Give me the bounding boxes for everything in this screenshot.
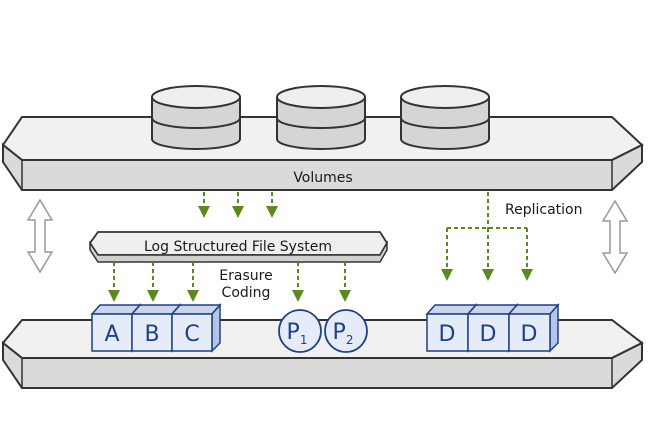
data-block-label: C: [184, 322, 199, 347]
replication-label: Replication: [505, 202, 582, 218]
erasure-coding-label-line2: Coding: [222, 285, 271, 301]
parity-subscript: 2: [346, 333, 354, 347]
erasure-coding-label-line1: Erasure: [219, 268, 272, 284]
volume-disk-2: [276, 85, 366, 150]
parity-letter: P: [287, 320, 300, 345]
svg-text:P1: P1: [287, 320, 308, 347]
replica-block-3: D: [507, 303, 560, 353]
data-block-c: C: [170, 303, 222, 353]
data-block-a: A: [90, 303, 142, 353]
volumes-label: Volumes: [293, 170, 352, 186]
parity-block-2: P2: [324, 309, 368, 353]
data-block-label: A: [104, 322, 119, 347]
svg-text:P2: P2: [333, 320, 354, 347]
right-double-arrow: [601, 199, 629, 275]
replication-arrows: [441, 192, 533, 281]
lfs-label: Log Structured File System: [144, 239, 332, 255]
lfs-to-blocks-arrows: [108, 262, 351, 302]
parity-blocks: P1 P2: [278, 309, 368, 353]
parity-block-1: P1: [278, 309, 322, 353]
parity-letter: P: [333, 320, 346, 345]
replica-block-label: D: [439, 322, 456, 347]
left-double-arrow: [26, 198, 54, 274]
replica-blocks: D D D: [425, 303, 560, 353]
replica-block-label: D: [521, 322, 538, 347]
volume-disk-1: [151, 85, 241, 150]
replica-block-label: D: [480, 322, 497, 347]
parity-subscript: 1: [300, 333, 308, 347]
data-blocks: A B C: [90, 303, 222, 353]
volume-disk-3: [400, 85, 490, 150]
lfs-slab: [88, 231, 389, 263]
volumes-to-lfs-arrows: [198, 192, 278, 218]
data-block-label: B: [144, 322, 159, 347]
